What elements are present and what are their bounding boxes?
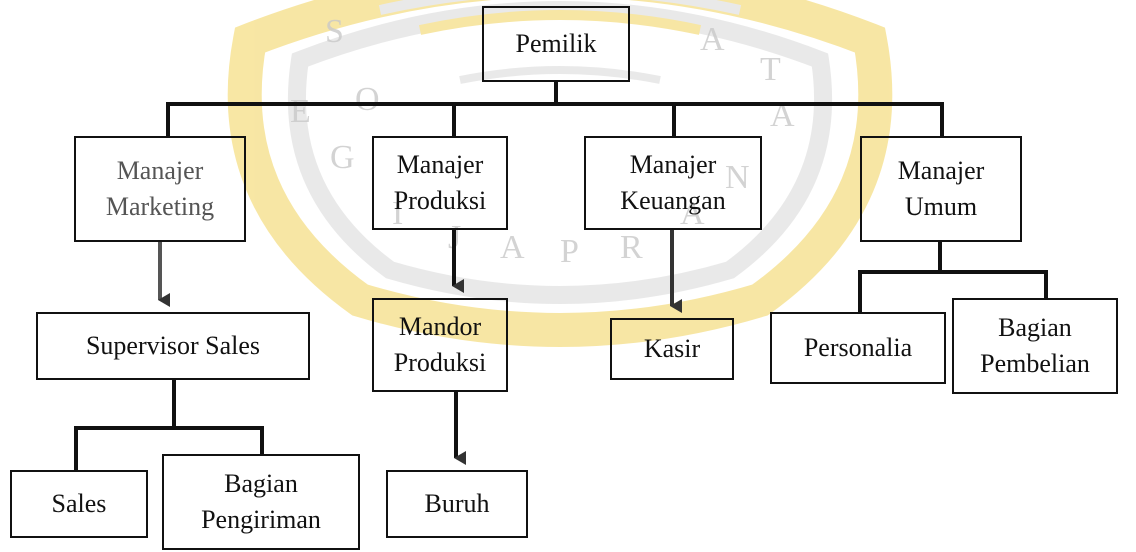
supervisor-sales-label: Supervisor Sales (85, 331, 261, 360)
manager-marketing-label: Manajer Marketing (105, 156, 215, 221)
bagian-pengiriman-box: Bagian Pengiriman (162, 454, 360, 550)
sales-label: Sales (51, 489, 107, 518)
kasir-box: Kasir (610, 318, 734, 380)
buruh-box: Buruh (386, 470, 528, 538)
bagian-pengiriman-label: Bagian Pengiriman (201, 469, 321, 534)
manager-umum-box: Manajer Umum (860, 136, 1022, 242)
manager-produksi-label: Manajer Produksi (393, 150, 487, 215)
manager-keuangan-label: Manajer Keuangan (620, 150, 726, 215)
owner-box: Pemilik (482, 6, 630, 82)
manager-marketing-box: Manajer Marketing (74, 136, 246, 242)
watermark-letters: S O E G I J A P R A N A T A (290, 13, 801, 270)
mandor-produksi-label: Mandor Produksi (393, 312, 487, 377)
owner-label: Pemilik (515, 29, 597, 58)
personalia-box: Personalia (770, 312, 946, 384)
personalia-label: Personalia (803, 333, 913, 362)
mandor-produksi-box: Mandor Produksi (372, 298, 508, 392)
manager-umum-label: Manajer Umum (897, 156, 985, 221)
kasir-label: Kasir (643, 334, 701, 363)
manager-produksi-box: Manajer Produksi (372, 136, 508, 230)
buruh-label: Buruh (424, 489, 490, 518)
manager-keuangan-box: Manajer Keuangan (584, 136, 762, 230)
bagian-pembelian-label: Bagian Pembelian (980, 313, 1090, 378)
sales-box: Sales (10, 470, 148, 538)
supervisor-sales-box: Supervisor Sales (36, 312, 310, 380)
bagian-pembelian-box: Bagian Pembelian (952, 298, 1118, 394)
